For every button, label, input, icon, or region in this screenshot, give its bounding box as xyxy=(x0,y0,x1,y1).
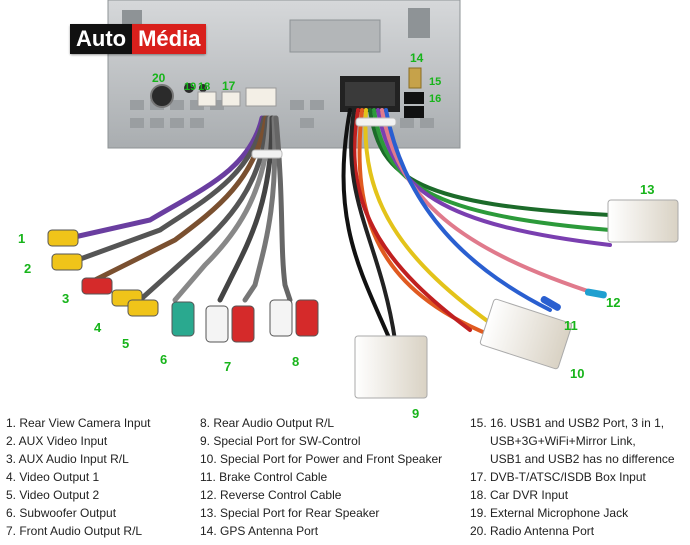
legend-column-3: 15. 16. USB1 and USB2 Port, 3 in 1, USB+… xyxy=(470,414,675,540)
legend-item: 17. DVB-T/ATSC/ISDB Box Input xyxy=(470,470,646,484)
callout-3: 3 xyxy=(62,291,69,306)
legend-item: 20. Radio Antenna Port xyxy=(470,524,595,538)
legend-item: 4. Video Output 1 xyxy=(6,470,100,484)
reverse-cable-tip xyxy=(584,288,607,299)
callout-4: 4 xyxy=(94,320,102,335)
connector-10 xyxy=(479,298,573,370)
legend-column-1: 1. Rear View Camera Input 2. AUX Video I… xyxy=(6,414,151,540)
legend-item: 15. 16. USB1 and USB2 Port, 3 in 1, xyxy=(470,416,665,430)
wiring-illustration: 1 2 3 4 5 6 7 8 9 10 11 12 13 14 15 16 1… xyxy=(18,0,679,421)
wiring-diagram: 1 2 3 4 5 6 7 8 9 10 11 12 13 14 15 16 1… xyxy=(18,0,679,421)
callout-9: 9 xyxy=(412,406,419,421)
legend-item: 8. Rear Audio Output R/L xyxy=(200,416,335,430)
legend-item: 5. Video Output 2 xyxy=(6,488,100,502)
callout-6: 6 xyxy=(160,352,167,367)
callout-1: 1 xyxy=(18,231,25,246)
legend-item: 7. Front Audio Output R/L xyxy=(6,524,143,538)
callout-2: 2 xyxy=(24,261,31,276)
callout-11: 11 xyxy=(564,318,578,333)
callout-16: 16 xyxy=(429,93,441,105)
callout-13: 13 xyxy=(640,182,654,197)
legend-item: 9. Special Port for SW-Control xyxy=(200,434,361,448)
legend-item: 14. GPS Antenna Port xyxy=(200,524,319,538)
legend-column-2: 8. Rear Audio Output R/L 9. Special Port… xyxy=(200,414,442,540)
brake-cable-tip xyxy=(540,295,561,311)
cable-ties xyxy=(251,117,397,159)
logo-part-auto: Auto xyxy=(70,24,133,54)
callouts: 1 2 3 4 5 6 7 8 9 10 11 12 13 14 15 16 1… xyxy=(18,51,654,421)
legend-item: 3. AUX Audio Input R/L xyxy=(6,452,129,466)
legend-item: 12. Reverse Control Cable xyxy=(200,488,342,502)
callout-14: 14 xyxy=(410,51,424,65)
connector-9 xyxy=(354,335,428,399)
rca-plugs xyxy=(47,229,319,343)
legend-item: 11. Brake Control Cable xyxy=(200,470,328,484)
legend-item-continuation: USB1 and USB2 has no difference xyxy=(490,452,675,466)
callout-18: 18 xyxy=(198,81,210,93)
callout-15: 15 xyxy=(429,76,441,88)
legend-item: 18. Car DVR Input xyxy=(470,488,569,502)
callout-8: 8 xyxy=(292,354,299,369)
callout-20: 20 xyxy=(152,71,166,85)
callout-12: 12 xyxy=(606,295,620,310)
av-harness-wires xyxy=(67,115,293,303)
legend-item: 1. Rear View Camera Input xyxy=(6,416,151,430)
callout-17: 17 xyxy=(222,79,236,93)
legend-item-continuation: USB+3G+WiFi+Mirror Link, xyxy=(490,434,636,448)
callout-5: 5 xyxy=(122,336,129,351)
legend-item: 2. AUX Video Input xyxy=(6,434,108,448)
legend-item: 19. External Microphone Jack xyxy=(470,506,629,520)
callout-19: 19 xyxy=(184,81,196,93)
power-harness-wires xyxy=(341,108,612,342)
legend-item: 10. Special Port for Power and Front Spe… xyxy=(200,452,443,466)
legend-item: 6. Subwoofer Output xyxy=(6,506,117,520)
callout-10: 10 xyxy=(570,366,584,381)
logo-part-media: Média xyxy=(132,24,207,54)
callout-7: 7 xyxy=(224,359,231,374)
connector-13 xyxy=(607,199,679,243)
automedia-logo: Auto Média xyxy=(70,24,207,54)
legend-item: 13. Special Port for Rear Speaker xyxy=(200,506,380,520)
